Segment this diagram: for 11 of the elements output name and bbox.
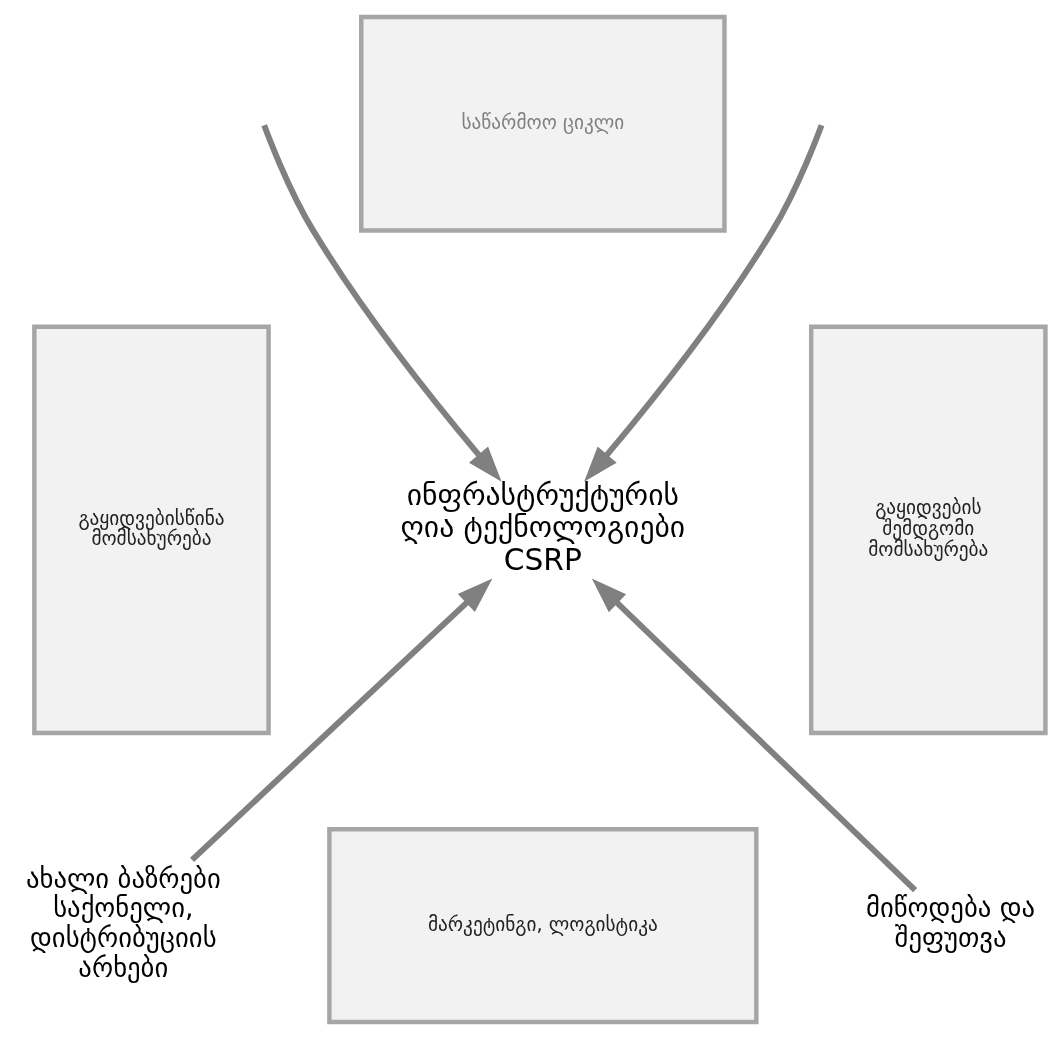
- arrow: [584, 124, 825, 482]
- arrow: [591, 578, 918, 893]
- node-box: გაყიდვების შემდგომი მომსახურება: [808, 324, 1048, 736]
- node-box: საწარმოო ციკლი: [359, 14, 727, 233]
- node-text: ინფრასტრუქტურის ღია ტექნოლოგიები CSRP: [400, 476, 686, 577]
- node-box: გაყიდვებისწინა მომსახურება: [32, 324, 271, 736]
- arrow: [190, 578, 493, 862]
- arrow: [261, 124, 502, 482]
- node-text: ახალი ბაზრები საქონელი, დისტრიბუციის არხები: [25, 862, 221, 983]
- node-box: მარკეტინგი, ლოგისტიკა: [327, 827, 759, 1025]
- node-text: მიწოდება და შეფუთვა: [866, 892, 1036, 954]
